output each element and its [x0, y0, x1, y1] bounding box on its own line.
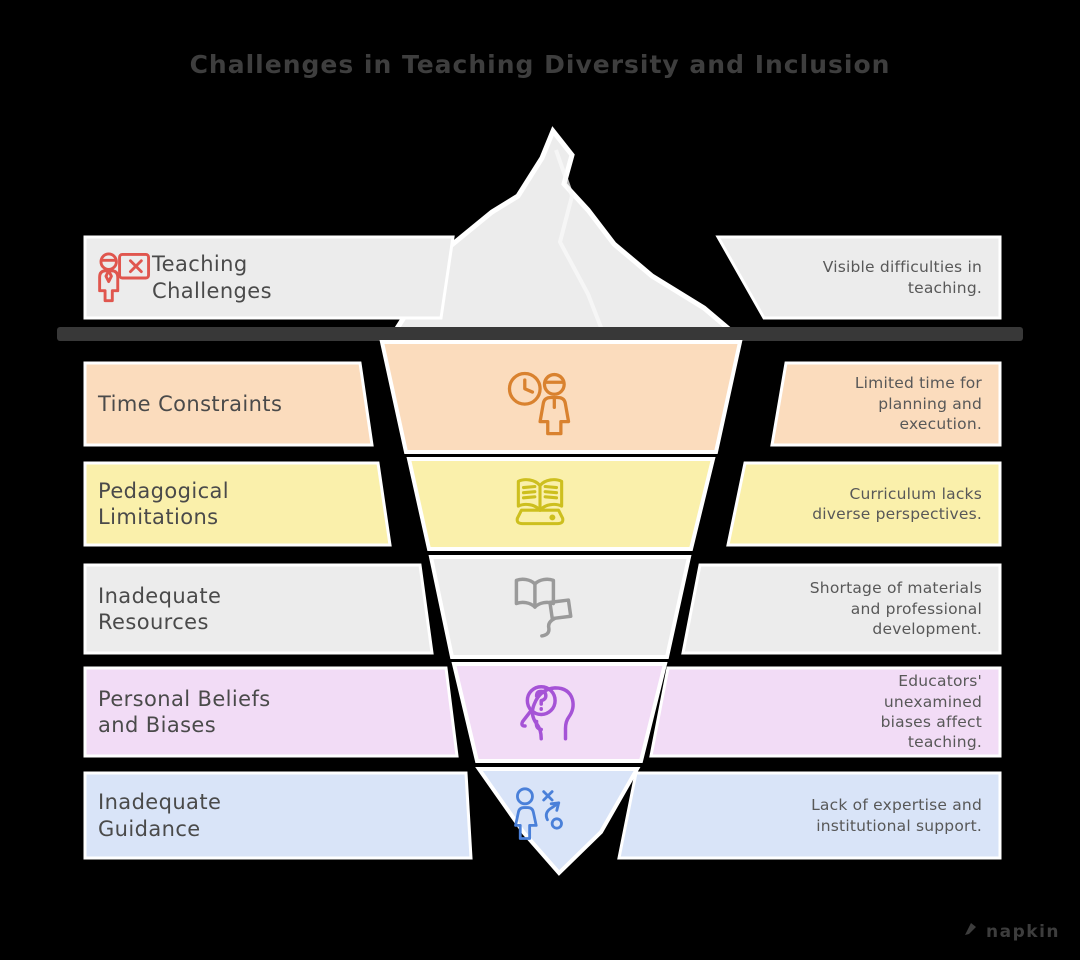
desc-box-pedagogical-limitations	[726, 461, 1002, 547]
label-box-personal-beliefs	[83, 666, 459, 758]
book-chat-icon	[506, 570, 580, 644]
row-desc-inadequate-guidance: Lack of expertise and institutional supp…	[811, 796, 982, 835]
watermark: napkin	[963, 921, 1060, 942]
pen-nib-icon	[963, 921, 979, 942]
desc-box-inadequate-resources	[681, 563, 1002, 655]
desc-box-personal-beliefs	[649, 666, 1002, 758]
watermark-label: napkin	[986, 921, 1060, 942]
row-label-inadequate-guidance: Inadequate Guidance	[98, 790, 222, 841]
row-desc-personal-beliefs: Educators' unexamined biases affect teac…	[880, 672, 982, 752]
row-desc-time-constraints: Limited time for planning and execution.	[854, 374, 982, 434]
row-label-teaching-challenges: Teaching Challenges	[152, 252, 272, 303]
row-desc-teaching-challenges: Visible difficulties in teaching.	[822, 258, 982, 297]
teacher-board-x-icon	[96, 249, 154, 307]
desc-box-time-constraints	[770, 361, 1002, 447]
label-box-teaching-challenges	[83, 235, 455, 320]
label-box-inadequate-guidance	[83, 771, 473, 860]
waterline	[57, 327, 1023, 341]
row-label-personal-beliefs: Personal Beliefs and Biases	[98, 686, 271, 737]
label-box-time-constraints	[83, 361, 374, 447]
head-question-icon	[510, 674, 584, 748]
open-book-icon	[507, 470, 573, 536]
row-label-time-constraints: Time Constraints	[98, 391, 283, 416]
label-box-inadequate-resources	[83, 563, 434, 655]
iceberg-band-inadequate-resources	[428, 555, 692, 659]
page-title: Challenges in Teaching Diversity and Inc…	[189, 50, 891, 79]
iceberg-crack	[554, 149, 604, 331]
row-desc-pedagogical-limitations: Curriculum lacks diverse perspectives.	[812, 484, 982, 523]
label-box-pedagogical-limitations	[83, 461, 392, 547]
row-label-inadequate-resources: Inadequate Resources	[98, 583, 222, 634]
desc-box-teaching-challenges	[715, 235, 1002, 320]
desc-box-inadequate-guidance	[617, 771, 1002, 860]
row-desc-inadequate-resources: Shortage of materials and professional d…	[809, 579, 982, 639]
clock-person-icon	[504, 368, 574, 438]
person-strategy-icon	[509, 786, 569, 846]
iceberg-band-personal-beliefs	[451, 662, 668, 763]
row-label-pedagogical-limitations: Pedagogical Limitations	[98, 478, 230, 529]
